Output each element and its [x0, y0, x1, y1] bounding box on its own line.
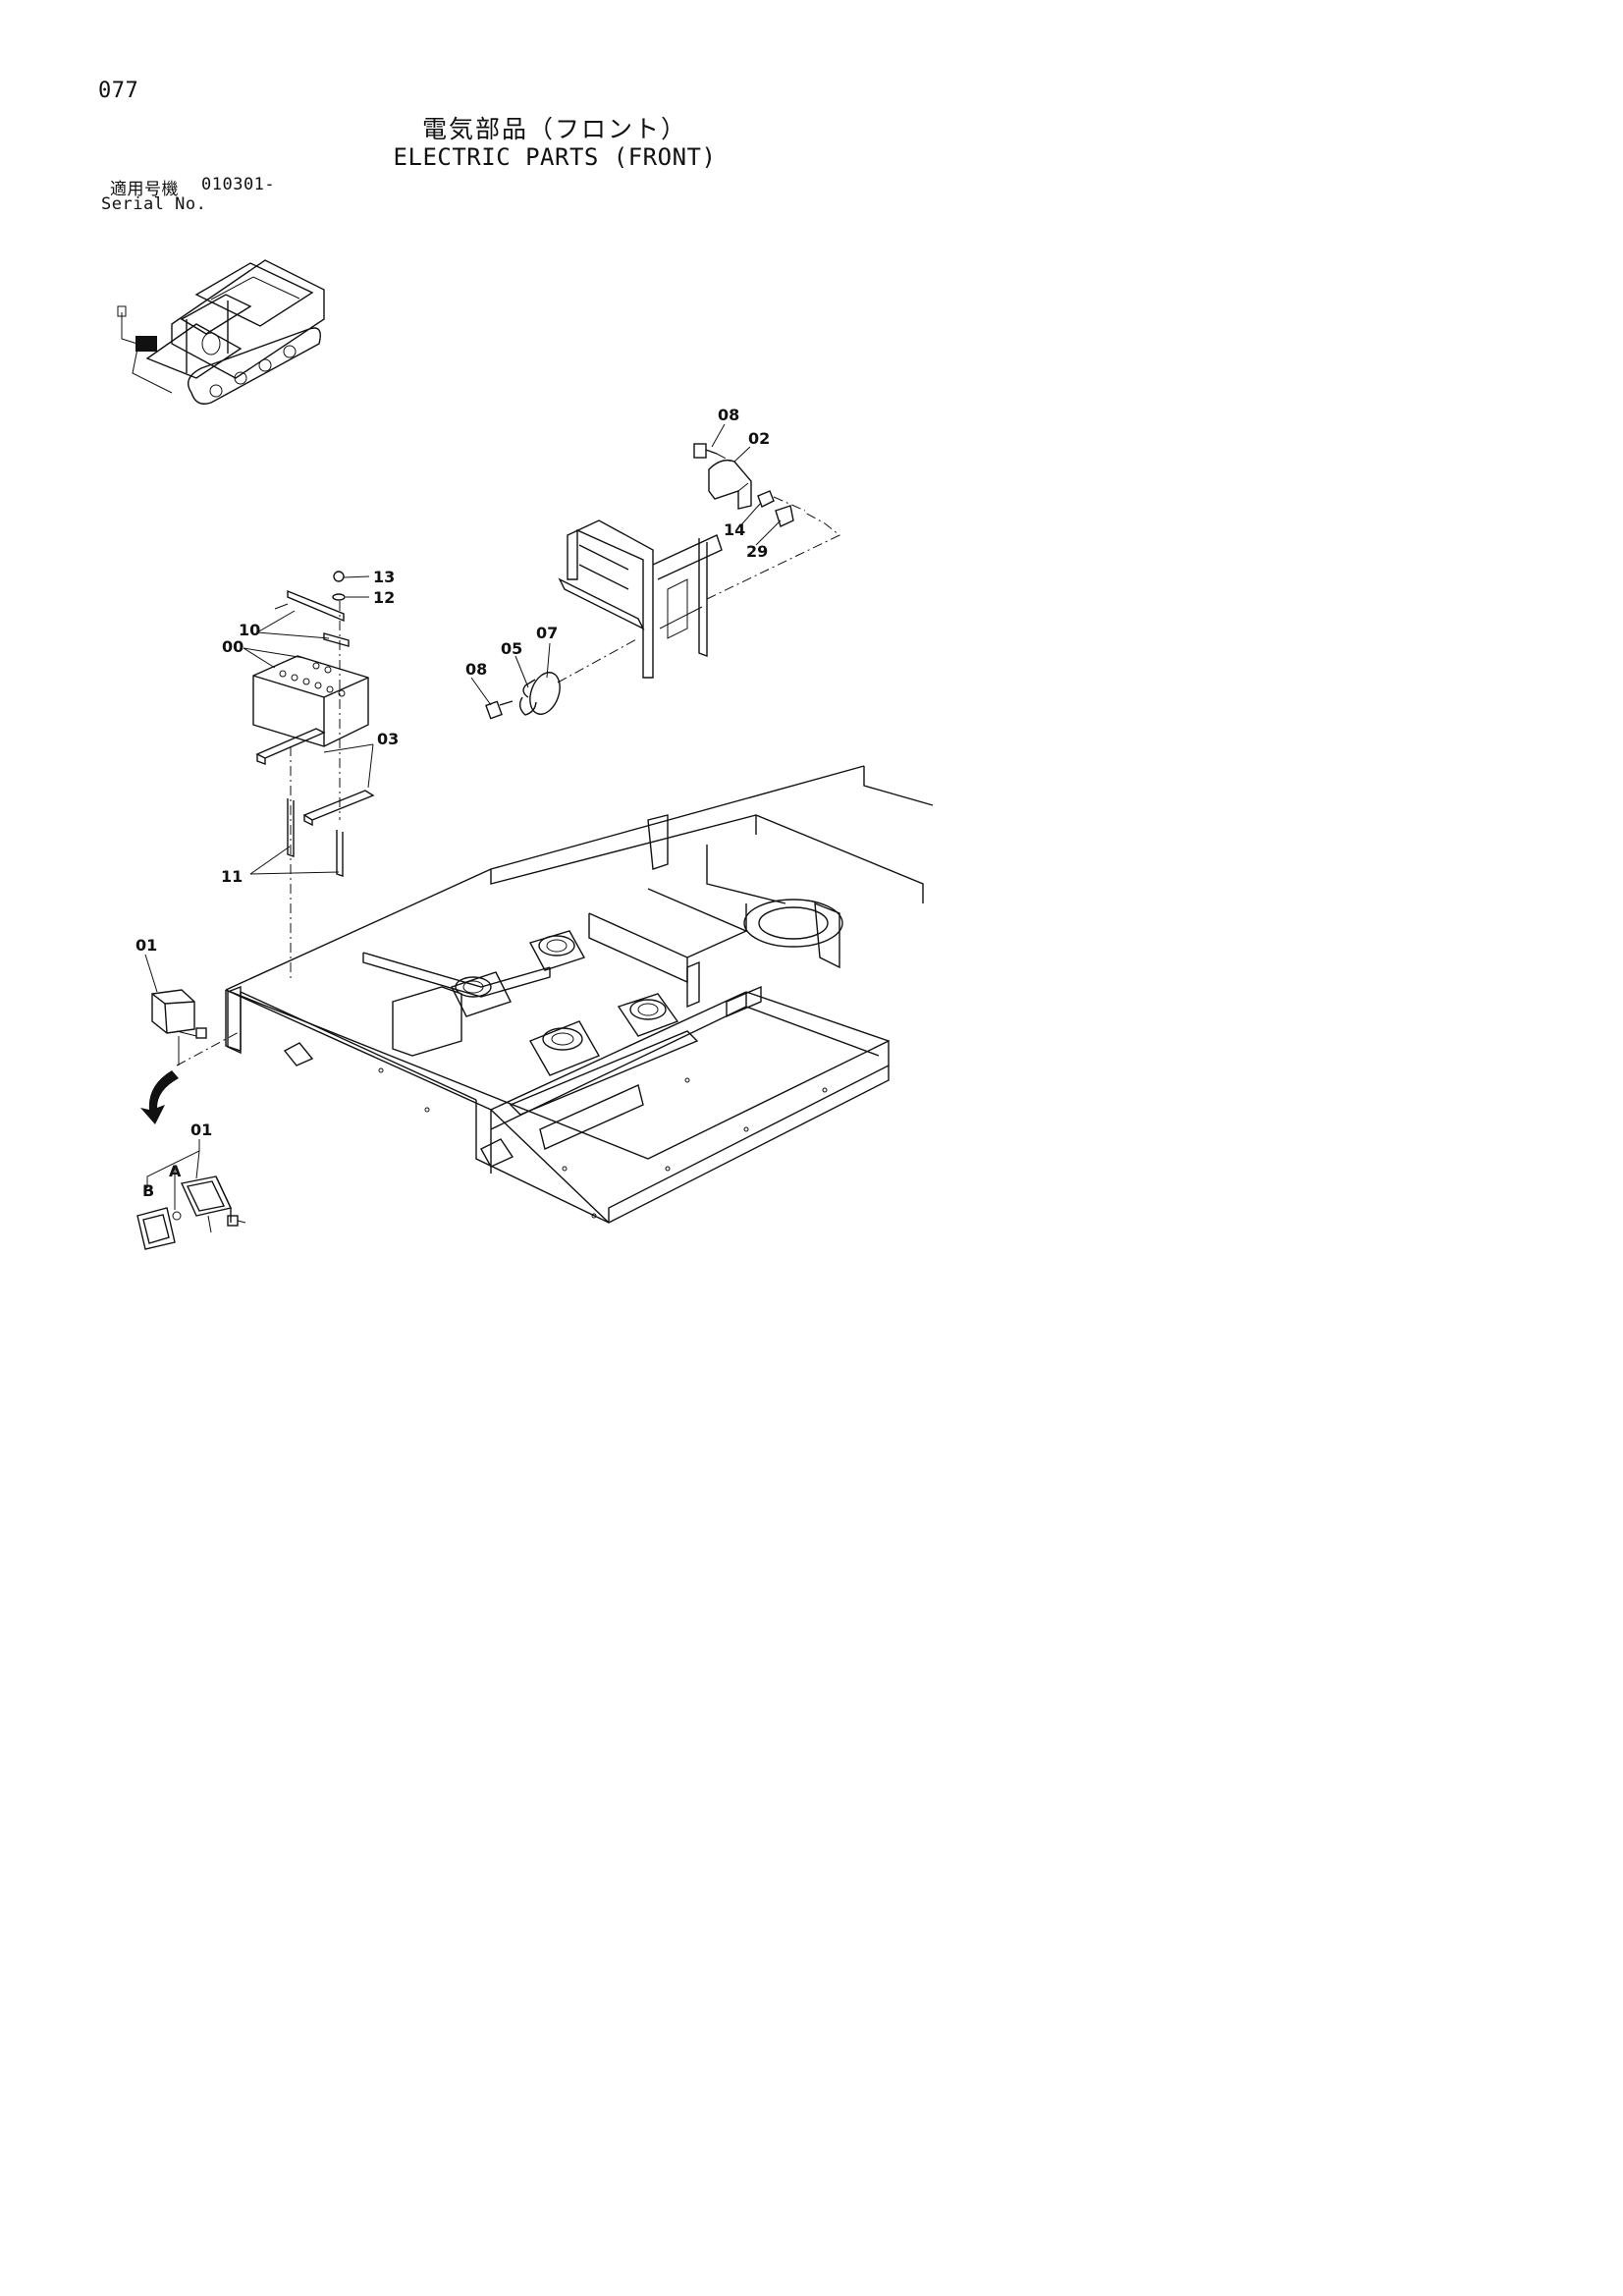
callout-01-bottom: 01 [190, 1121, 212, 1139]
page-title-en: ELECTRIC PARTS (FRONT) [393, 143, 717, 171]
exploded-parts-diagram: 08 02 14 29 13 12 10 00 07 05 08 03 11 0… [117, 259, 934, 1250]
callout-08-top: 08 [718, 406, 739, 424]
page-title-jp: 電気部品（フロント） [421, 115, 687, 143]
page-number: 077 [98, 79, 139, 103]
serial-label-en: Serial No. [101, 194, 207, 214]
callout-07: 07 [536, 624, 558, 642]
callout-b: B [142, 1181, 154, 1200]
callout-12: 12 [373, 588, 395, 607]
callout-14: 14 [724, 520, 745, 539]
callout-08-mid: 08 [465, 660, 487, 679]
battery-icon [252, 571, 375, 982]
callout-13: 13 [373, 568, 395, 586]
horn-bracket-assembly [485, 443, 840, 720]
callout-01-top: 01 [135, 936, 157, 955]
work-light-icon [136, 989, 246, 1250]
serial-value: 010301- [201, 175, 276, 194]
serial-label-jp: 適用号機 [110, 180, 179, 199]
callout-03: 03 [377, 730, 399, 748]
callout-11: 11 [221, 867, 243, 886]
leader-lines [144, 423, 782, 1210]
frame-drawing [225, 765, 934, 1224]
callout-02: 02 [748, 429, 770, 448]
callout-29: 29 [746, 542, 768, 561]
callout-00: 00 [222, 637, 243, 656]
callout-10: 10 [239, 621, 260, 639]
callout-05: 05 [501, 639, 522, 658]
vehicle-overview-icon [117, 259, 325, 405]
callout-a: A [169, 1162, 182, 1180]
